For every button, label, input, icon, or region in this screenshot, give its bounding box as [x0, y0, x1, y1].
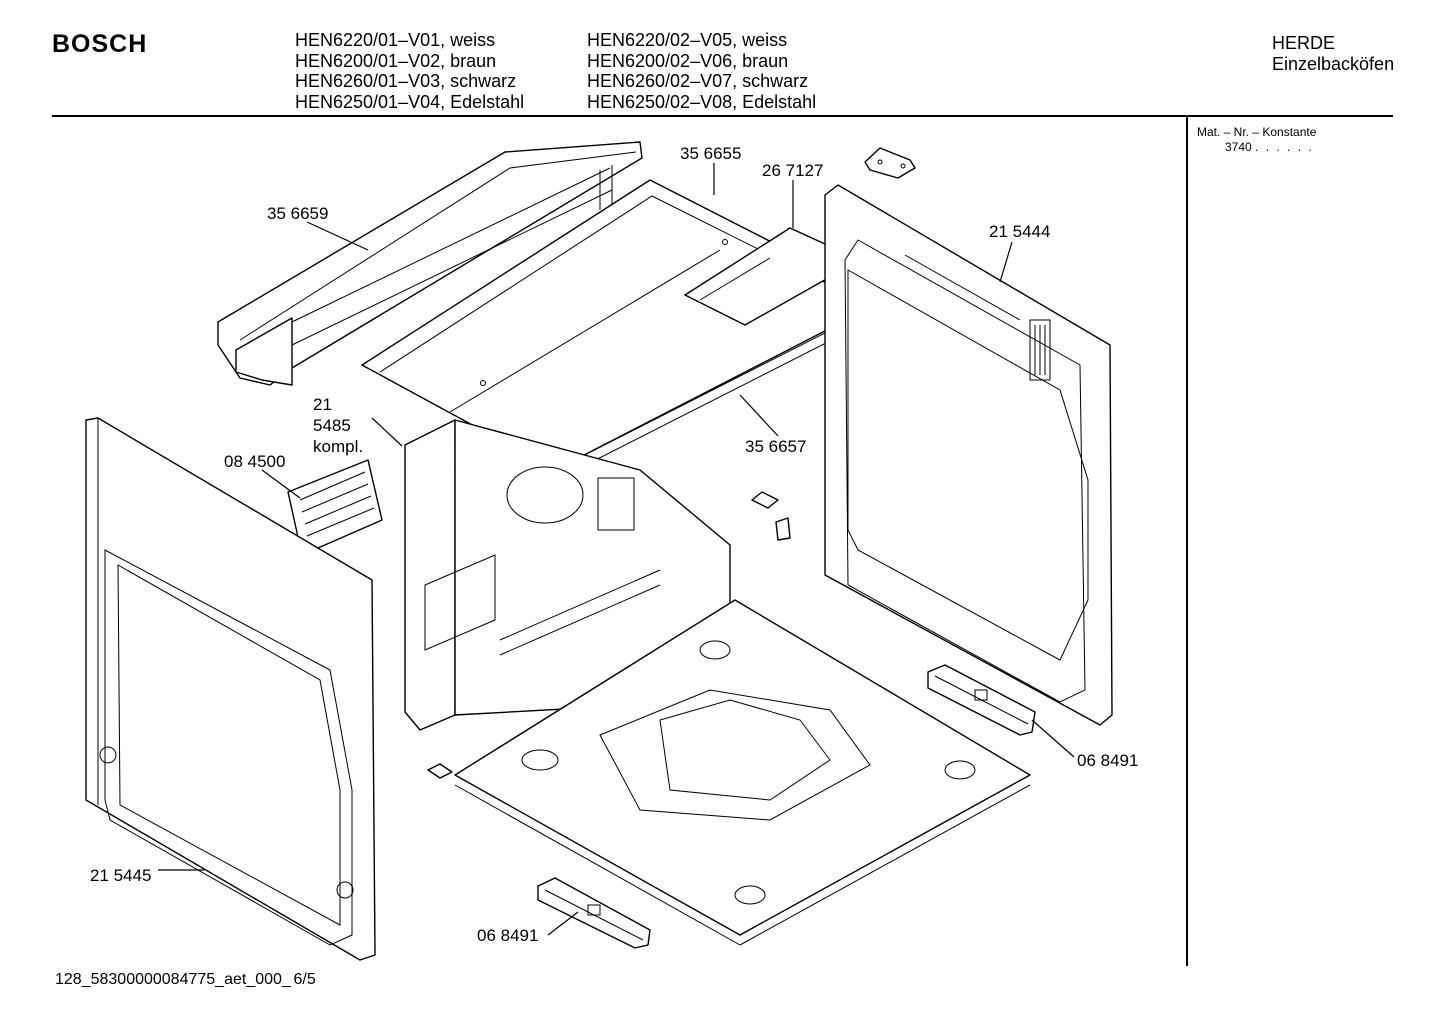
- category-line: Einzelbacköfen: [1272, 54, 1395, 74]
- vent-slots-right: [1029, 319, 1051, 381]
- part-cavity-floor: [454, 599, 1031, 946]
- label-215485-line1: 21: [313, 395, 332, 414]
- side-divider: [1186, 116, 1188, 966]
- header-divider: [52, 115, 1393, 117]
- model-item: HEN6250/01–V04, Edelstahl: [295, 91, 525, 112]
- label-215444: 21 5444: [989, 222, 1050, 241]
- model-item: HEN6260/01–V03, schwarz: [295, 71, 517, 91]
- model-item: HEN6220/01–V01, weiss: [295, 30, 496, 50]
- label-215485-line2: 5485: [313, 416, 351, 435]
- grille-holes: [299, 471, 375, 537]
- label-215445: 21 5445: [90, 866, 151, 885]
- label-356659: 35 6659: [267, 204, 328, 223]
- brand-logo: BOSCH: [52, 30, 148, 58]
- part-left-side-frame: [85, 417, 376, 961]
- model-list-1: HEN6220/01–V01, weiss HEN6200/01–V02, br…: [295, 30, 524, 112]
- model-item: HEN6200/02–V06, braun: [587, 50, 789, 71]
- label-267127: 26 7127: [762, 161, 823, 180]
- model-item: HEN6200/01–V02, braun: [295, 50, 497, 71]
- material-number-value: 3740: [1225, 140, 1252, 154]
- material-number-label: Mat. – Nr. – Konstante: [1197, 125, 1317, 139]
- part-small-clip: [864, 147, 916, 179]
- part-fasteners: [427, 491, 791, 779]
- part-labels: 35 6659 35 6655 26 7127 21 5444 21 5485 …: [90, 144, 1138, 945]
- leader-lines: [158, 163, 1075, 936]
- model-item: HEN6260/02–V07, schwarz: [587, 71, 809, 91]
- part-rail-bottom: [537, 877, 651, 949]
- part-right-side-frame: [824, 184, 1113, 726]
- label-068491-bottom: 06 8491: [477, 926, 538, 945]
- product-category: HERDE Einzelbacköfen: [1272, 33, 1394, 75]
- label-068491-right: 06 8491: [1077, 751, 1138, 770]
- label-084500: 08 4500: [224, 452, 285, 471]
- part-oven-cavity: [404, 419, 731, 731]
- label-215485-line3: kompl.: [313, 437, 363, 456]
- part-top-rail: [217, 141, 643, 386]
- category-line: HERDE: [1272, 33, 1336, 53]
- model-item: HEN6250/02–V08, Edelstahl: [587, 91, 817, 112]
- material-number-dots: . . . . . .: [1255, 140, 1314, 154]
- label-356657: 35 6657: [745, 437, 806, 456]
- part-rail-right: [927, 664, 1036, 736]
- material-number-panel: Mat. – Nr. – Konstante 3740 . . . . . .: [1197, 125, 1316, 155]
- material-number-value-row: 3740 . . . . . .: [1197, 140, 1316, 155]
- part-grille-plate: [287, 459, 383, 556]
- model-item: HEN6220/02–V05, weiss: [587, 30, 788, 50]
- label-356655: 35 6655: [680, 144, 741, 163]
- drawing-id: 128_58300000084775_aet_000_ 6/5: [55, 971, 316, 988]
- model-list-2: HEN6220/02–V05, weiss HEN6200/02–V06, br…: [587, 30, 816, 112]
